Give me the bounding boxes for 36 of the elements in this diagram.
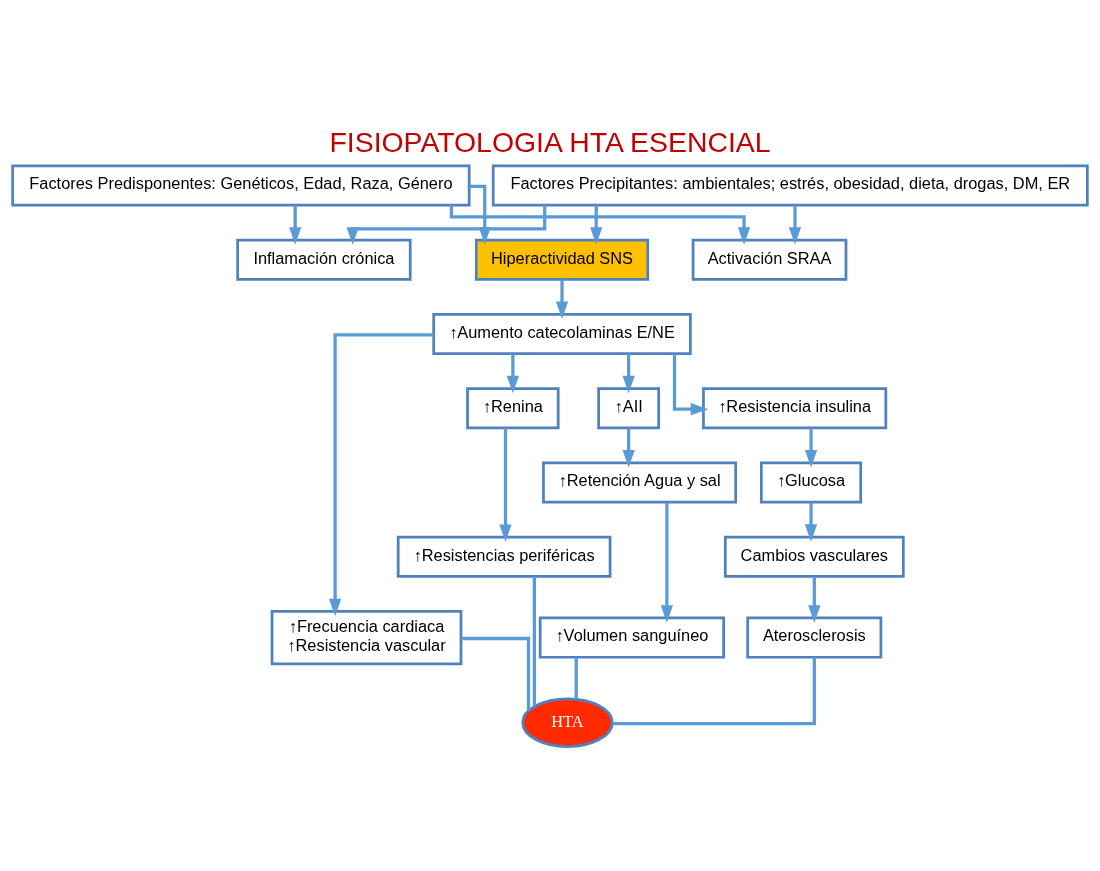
arrow <box>506 353 519 393</box>
arrow <box>622 427 635 467</box>
node-box: ↑Aumento catecolaminas E/NE <box>432 312 692 355</box>
connector <box>574 656 578 699</box>
arrow <box>622 353 635 393</box>
arrow <box>660 501 673 623</box>
arrow <box>499 427 512 542</box>
connector <box>532 575 536 706</box>
node-box: ↑Resistencia insulina <box>702 386 888 429</box>
node-box: ↑Resistencias periféricas <box>396 535 612 578</box>
diagram-title: FISIOPATOLOGIA HTA ESENCIAL <box>329 125 771 158</box>
node-box: Factores Precipitantes: ambientales; estrés, obesidad, dieta, drogas, DM, ER <box>491 163 1089 206</box>
node-box: ↑Renina <box>466 386 560 429</box>
arrow <box>804 427 818 467</box>
node-box: ↑Glucosa <box>759 461 863 504</box>
node-box: ↑Volumen sanguíneo <box>538 616 725 659</box>
arrow <box>788 204 802 245</box>
connector <box>461 636 531 711</box>
node-box: ↑Retención Agua y sal <box>542 461 738 504</box>
node-box: Activación SRAA <box>691 238 848 281</box>
node-box: Cambios vasculares <box>723 535 905 578</box>
arrow <box>590 204 603 245</box>
node-box: ↑Frecuencia cardiaca ↑Resistencia vascular <box>270 609 463 665</box>
node-box: Hiperactividad SNS <box>474 238 650 281</box>
node-box: ↑AII <box>597 386 661 429</box>
arrow <box>289 204 302 245</box>
node-box: Aterosclerosis <box>746 616 883 659</box>
node-box: Inflamación crónica <box>236 238 412 281</box>
arrow <box>329 332 434 616</box>
arrow <box>555 279 569 319</box>
arrow <box>804 501 818 542</box>
node-box: Factores Predisponentes: Genéticos, Edad, Raza, Género <box>11 163 471 206</box>
arrow <box>808 576 821 623</box>
arrow <box>672 353 709 415</box>
connector <box>612 657 816 725</box>
node-ellipse: HTA <box>521 696 614 748</box>
